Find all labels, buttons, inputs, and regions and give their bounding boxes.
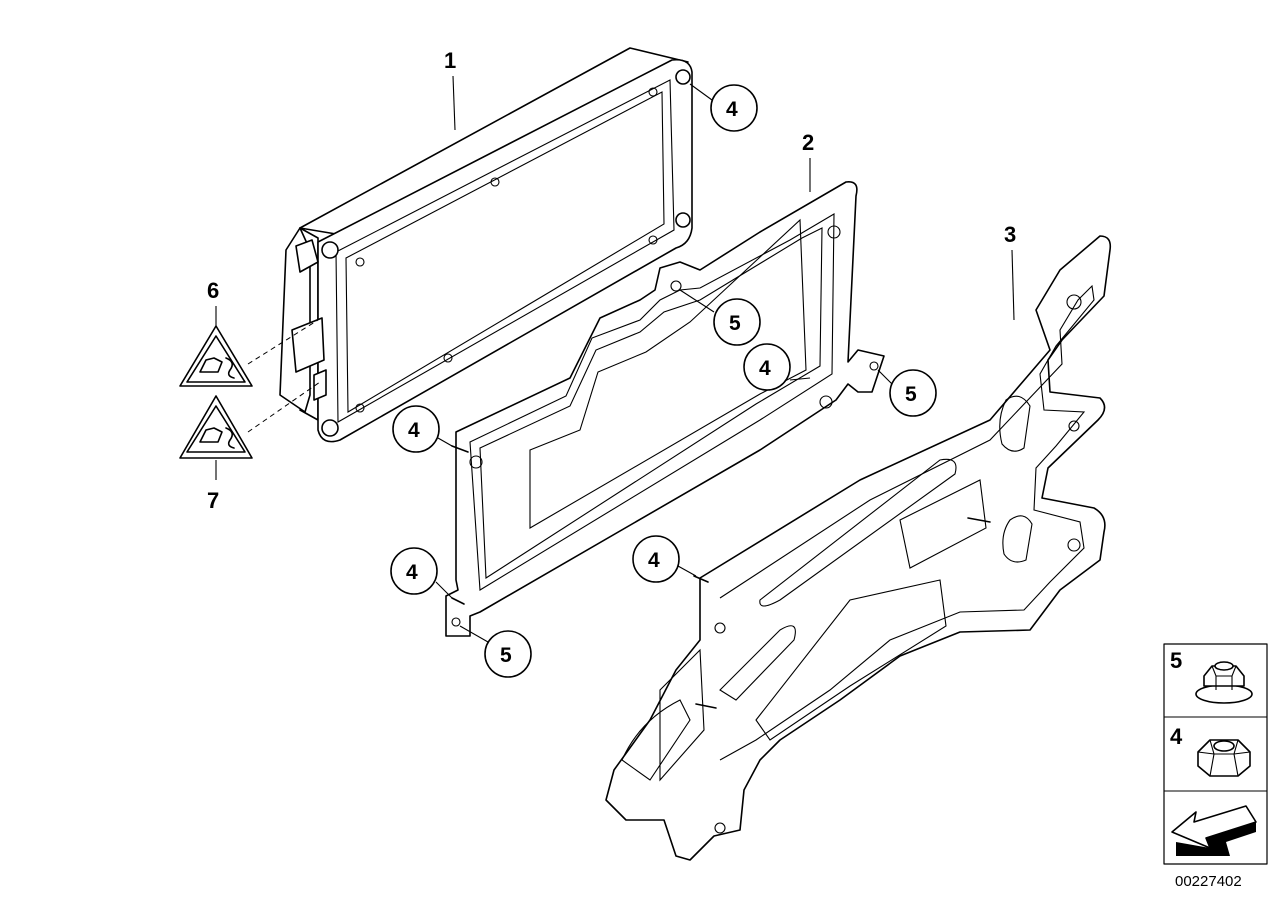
callout-4-center: 4 <box>632 535 697 583</box>
leader-dashed-7 <box>247 381 321 433</box>
svg-text:5: 5 <box>905 383 917 406</box>
part-label-1: 1 <box>444 48 456 73</box>
svg-text:4: 4 <box>759 357 771 380</box>
svg-text:5: 5 <box>500 644 512 667</box>
svg-text:4: 4 <box>408 419 420 442</box>
callout-5-lower-left: 5 <box>459 625 532 678</box>
flange-nut-icon <box>1195 661 1253 704</box>
leader-dashed-6 <box>247 319 319 365</box>
svg-text:4: 4 <box>406 561 418 584</box>
svg-text:4: 4 <box>648 549 660 572</box>
part-label-2: 2 <box>802 130 814 155</box>
hex-nut-icon <box>1197 739 1251 777</box>
warning-label-6 <box>179 325 253 387</box>
svg-text:4: 4 <box>726 98 738 121</box>
arrow-icon <box>1171 805 1257 856</box>
bracket <box>605 235 1112 861</box>
callout-4-lower-left: 4 <box>390 547 453 599</box>
callout-4-left: 4 <box>392 405 453 453</box>
document-number: 00227402 <box>1175 873 1242 890</box>
svg-text:5: 5 <box>729 312 741 335</box>
hand-symbol-icon <box>199 357 235 379</box>
callout-4-top: 4 <box>689 83 758 132</box>
hand-symbol-icon <box>199 427 235 449</box>
part-label-6: 6 <box>207 278 219 303</box>
part-label-7: 7 <box>207 488 219 513</box>
mounting-plate <box>445 180 885 637</box>
control-unit <box>279 47 693 443</box>
callout-5-mid: 5 <box>679 289 761 346</box>
warning-label-7 <box>179 395 253 459</box>
callout-4-mid: 4 <box>743 343 811 391</box>
part-label-3: 3 <box>1004 222 1016 247</box>
legend-label-4: 4 <box>1170 724 1183 749</box>
legend: 5 4 <box>1163 643 1268 865</box>
callout-5-right: 5 <box>877 369 937 417</box>
legend-label-5: 5 <box>1170 648 1182 673</box>
